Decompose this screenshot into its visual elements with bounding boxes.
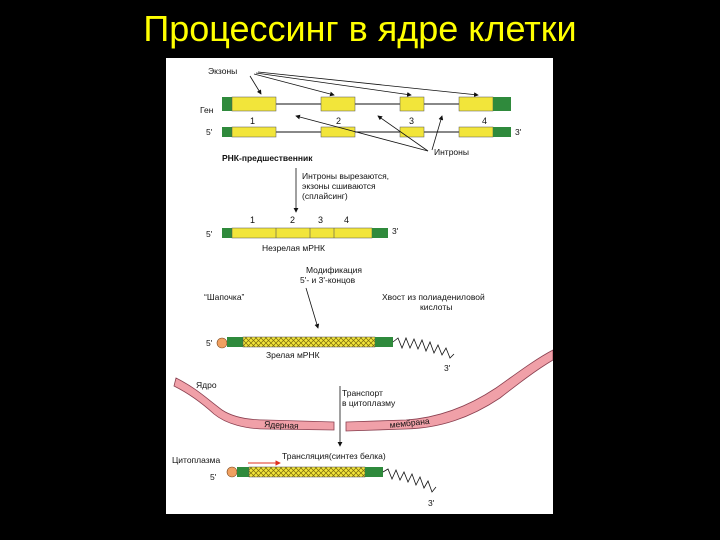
immature-exons [231,227,373,239]
mrna-number-1: 1 [250,215,255,225]
exon-arrows [249,71,479,97]
precursor-flank-left [222,127,232,137]
splicing-text-1: Интроны вырезаются, [302,171,389,181]
cytoplasm-cap-circle [226,466,238,478]
immature-flank-left [222,228,232,238]
gene-exon-2 [320,96,356,112]
precursor-exon-4 [458,126,494,138]
mature-flank-left [227,337,243,347]
mature-flank-right [375,337,393,347]
translation-label: Трансляция(синтез белка) [282,451,386,461]
nuclear-membrane-right [345,349,553,432]
gene-flank-left [222,97,232,111]
transport-text-1: Транспорт [342,388,383,398]
cytoplasm-three-prime: 3' [428,498,435,508]
cytoplasm-flank-right [365,467,383,477]
cap-circle [216,337,228,349]
precursor-exon-1 [231,126,277,138]
membrane-word-2: мембрана [389,416,430,430]
immature-three-prime: 3' [392,226,399,236]
cytoplasm-label: Цитоплазма [172,455,220,465]
mature-three-prime: 3' [444,363,451,373]
splicing-text-2: экзоны сшиваются [302,181,376,191]
modification-arrow [305,287,320,329]
diagram-panel: Экзоны Ген 1 2 3 4 5' 3' Интроны РНК-пре… [166,58,553,514]
precursor-exon-2 [320,126,356,138]
immature-label: Незрелая мРНК [262,243,325,253]
splicing-text-3: (сплайсинг) [302,191,348,201]
precursor-five-prime: 5' [206,127,213,137]
processing-diagram: Экзоны Ген 1 2 3 4 5' 3' Интроны РНК-пре… [172,66,553,508]
mrna-number-2: 2 [290,215,295,225]
mature-coding-region [242,336,376,348]
exon-number-3: 3 [409,116,414,126]
mrna-number-3: 3 [318,215,323,225]
polya-tail-nucleus [392,336,455,359]
precursor-flank-right [493,127,511,137]
precursor-label: РНК-предшественник [222,153,313,163]
immature-exon-joins [275,228,335,238]
gene-exon-1 [231,96,277,112]
cytoplasm-five-prime: 5' [210,472,217,482]
mature-five-prime: 5' [206,338,213,348]
introns-label: Интроны [434,147,469,157]
slide-title: Процессинг в ядре клетки [143,8,577,49]
precursor-three-prime: 3' [515,127,522,137]
tail-label-2: кислоты [420,302,452,312]
gene-label: Ген [200,105,214,115]
exon-number-2: 2 [336,116,341,126]
mrna-number-4: 4 [344,215,349,225]
immature-flank-right [372,228,388,238]
precursor-exon-3 [399,126,425,138]
cap-label: “Шапочка” [204,292,245,302]
exon-number-4: 4 [482,116,487,126]
immature-five-prime: 5' [206,229,213,239]
transport-text-2: в цитоплазму [342,398,396,408]
exon-number-1: 1 [250,116,255,126]
exons-label: Экзоны [208,66,237,76]
cytoplasm-flank-left [237,467,249,477]
nucleus-label: Ядро [196,380,217,390]
membrane-word-1: Ядерная [264,419,299,431]
polya-tail-cytoplasm [382,468,437,493]
gene-exon-4 [458,96,494,112]
mature-label: Зрелая мРНК [266,350,320,360]
nuclear-membrane-left [173,377,335,431]
cytoplasm-coding-region [248,466,366,478]
modification-text-2: 5'- и 3'-концов [300,275,356,285]
modification-text-1: Модификация [306,265,362,275]
intron-arrows [295,114,444,152]
gene-exon-3 [399,96,425,112]
tail-label-1: Хвост из полиадениловой [382,292,485,302]
gene-flank-right [493,97,511,111]
